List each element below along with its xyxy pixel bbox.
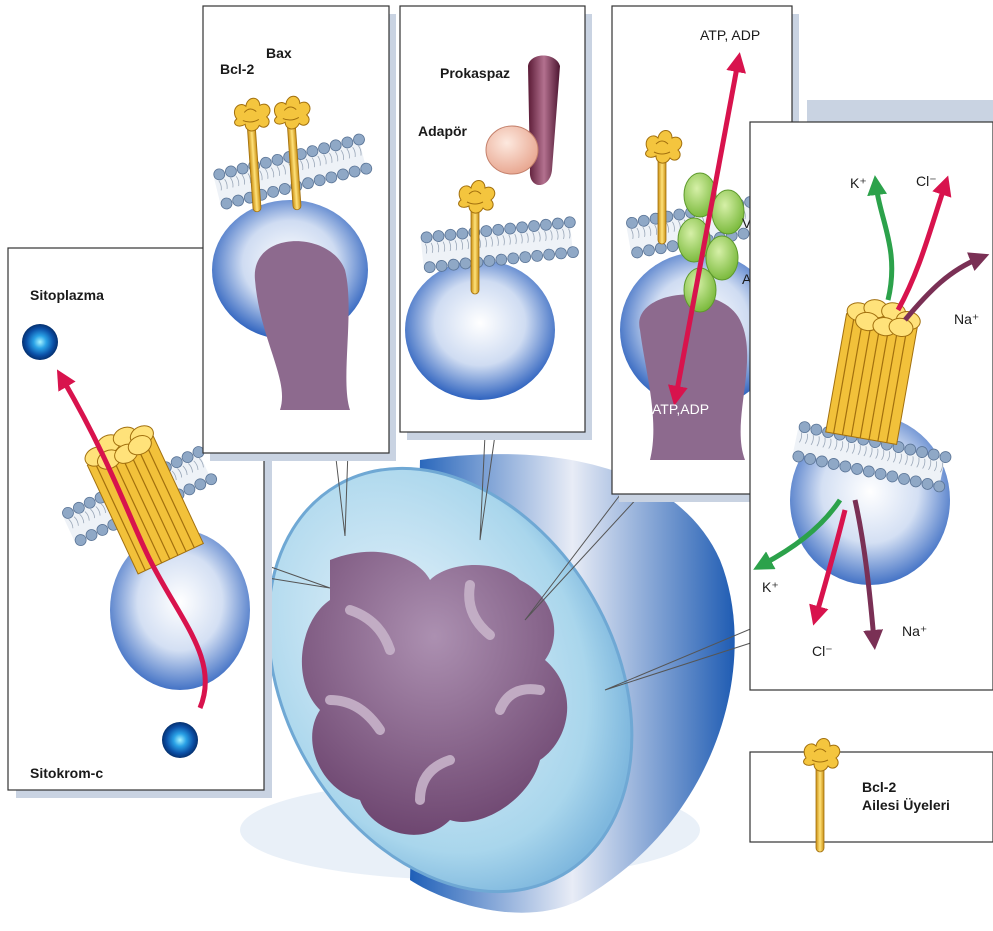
legend-line1: Bcl-2 <box>862 779 896 795</box>
label-k-top: K⁺ <box>850 175 867 191</box>
label-sitokrom-c: Sitokrom-c <box>30 765 103 781</box>
label-prokaspaz: Prokaspaz <box>440 65 510 81</box>
label-adapor: Adapör <box>418 123 468 139</box>
label-na-top: Na⁺ <box>954 311 979 327</box>
label-bcl2: Bcl-2 <box>220 61 254 77</box>
label-k-bottom: K⁺ <box>762 579 779 595</box>
cytoplasm-ball-icon <box>22 324 58 360</box>
panel-ion-channel: K⁺ Cl⁻ Na⁺ K⁺ Cl⁻ Na⁺ <box>750 100 993 690</box>
label-atp-adp-bottom: ATP,ADP <box>652 401 709 417</box>
label-sitoplazma: Sitoplazma <box>30 287 104 303</box>
adaptor-shape <box>486 126 538 174</box>
label-na-bottom: Na⁺ <box>902 623 927 639</box>
label-cl-bottom: Cl⁻ <box>812 643 833 659</box>
label-atp-adp-top: ATP, ADP <box>700 27 760 43</box>
label-bax: Bax <box>266 45 292 61</box>
legend: Bcl-2 Ailesi Üyeleri <box>750 739 993 853</box>
legend-line2: Ailesi Üyeleri <box>862 797 950 813</box>
label-cl-top: Cl⁻ <box>916 173 937 189</box>
panel-bcl2-bax: Bcl-2 Bax <box>203 6 396 461</box>
panel-caspase-activation: Prokaspaz Adapör <box>400 6 592 440</box>
cytochrome-c-ball-icon <box>162 722 198 758</box>
